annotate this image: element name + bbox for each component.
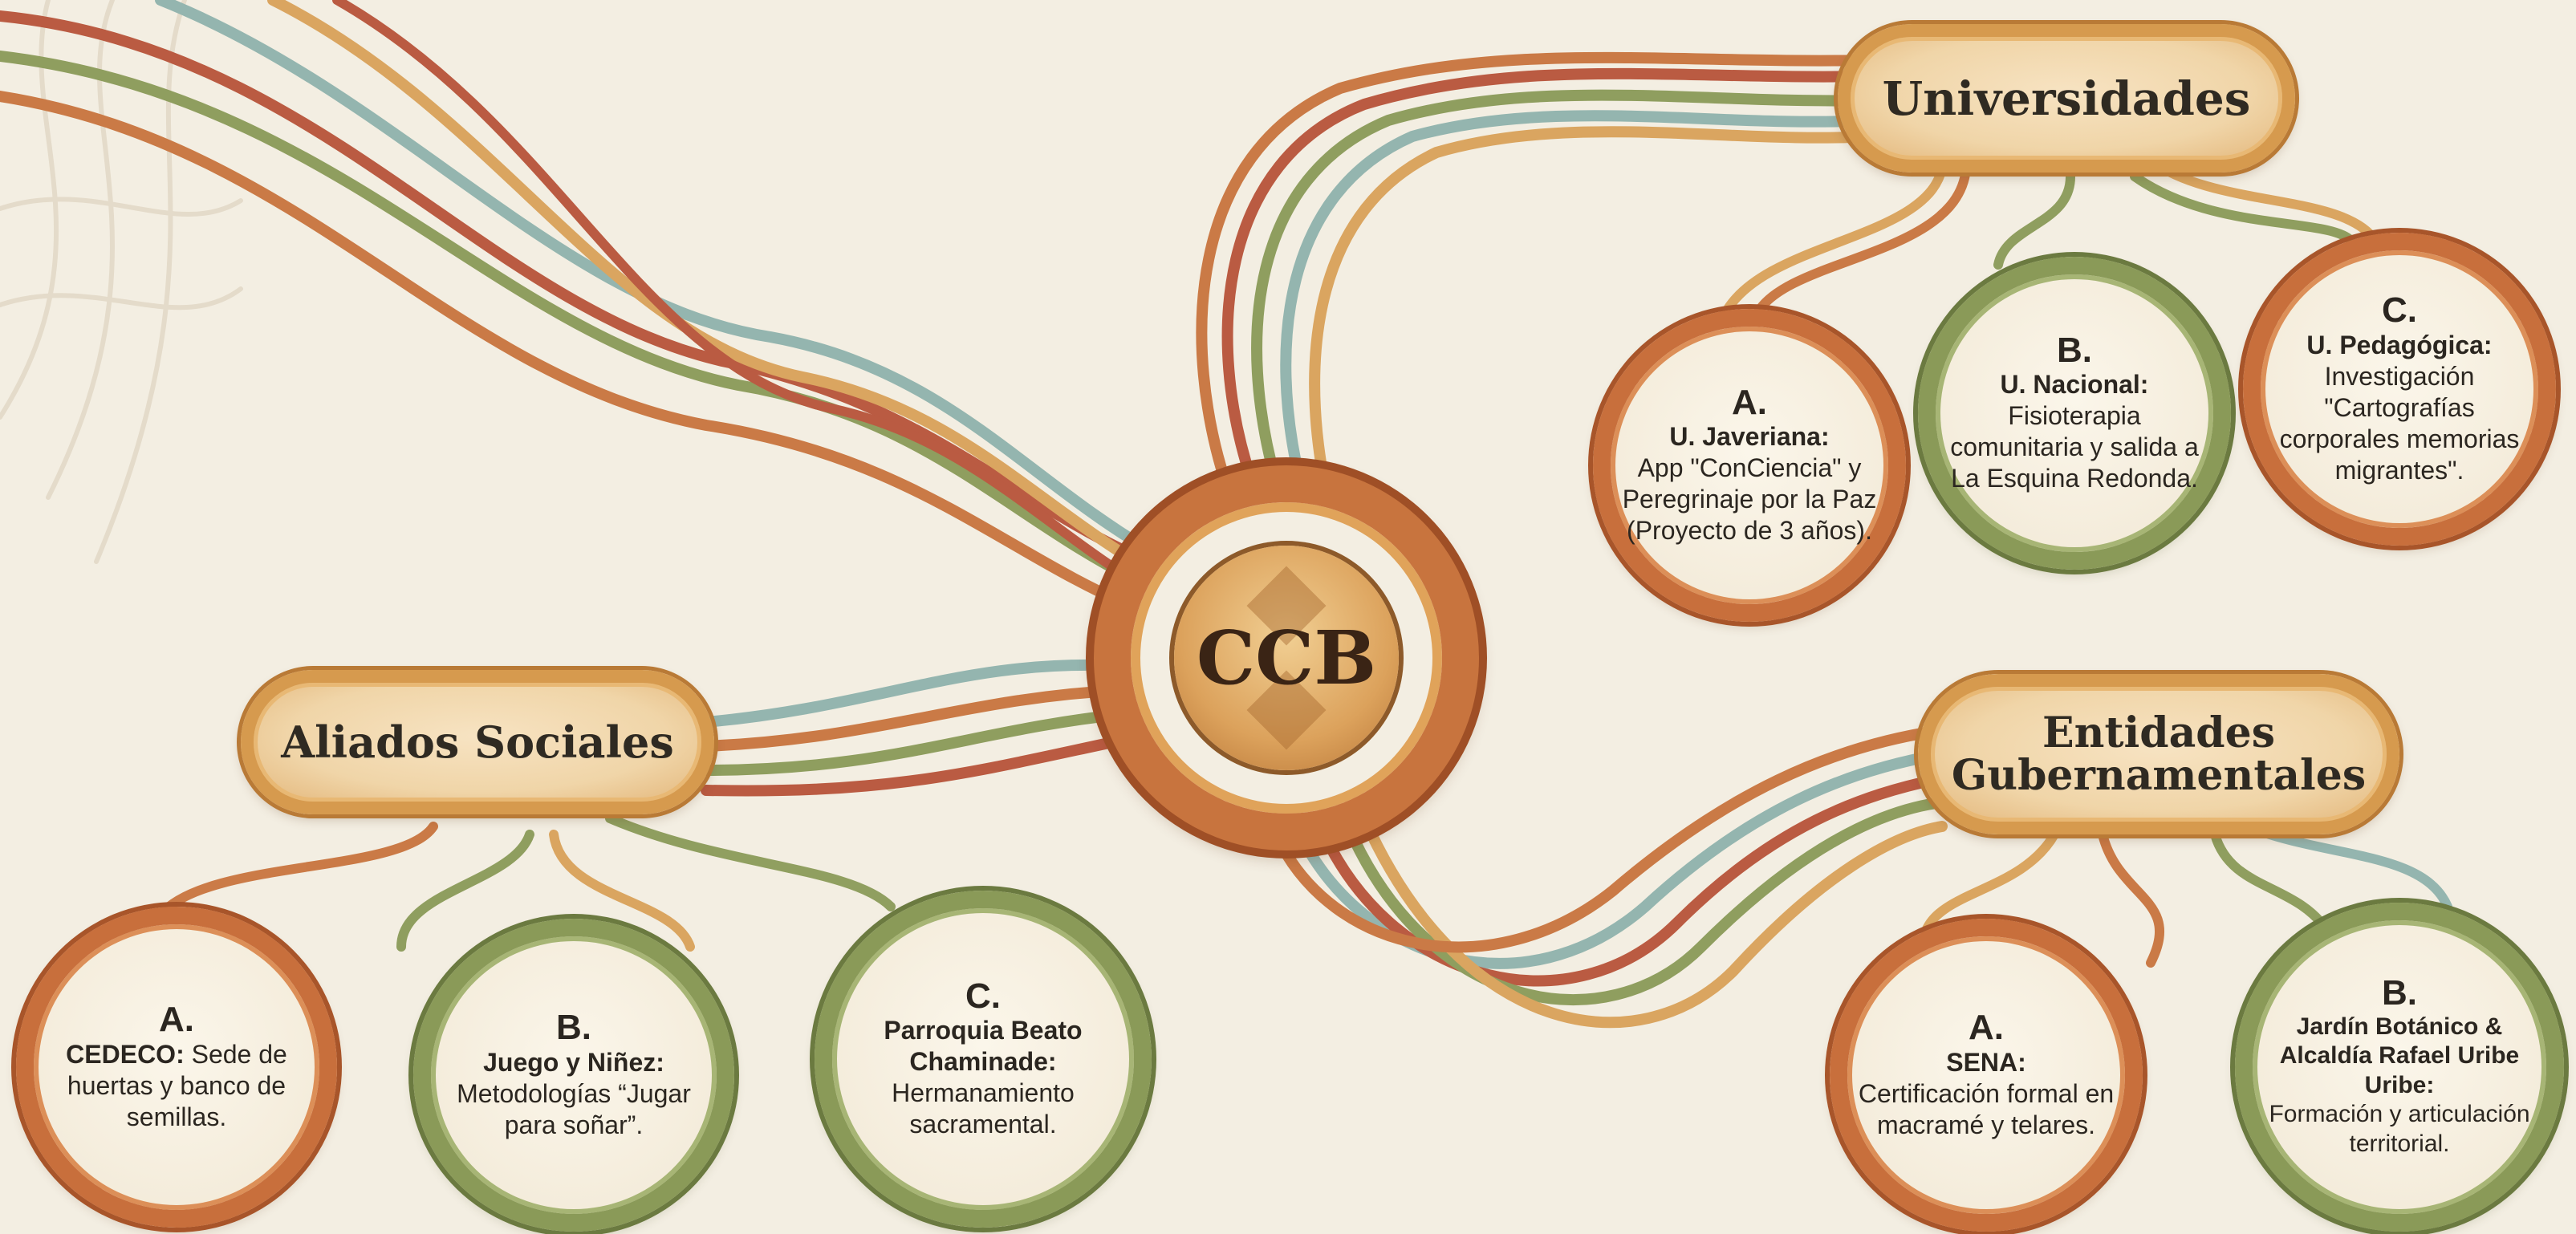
group-title-text: Entidades Gubernamentales — [1951, 708, 2367, 800]
node-description: Investigación "Cartografías corporales m… — [2279, 361, 2520, 485]
node-description: Hermanamiento sacramental. — [892, 1078, 1075, 1139]
strand-univ-c2 — [2130, 172, 2356, 246]
node-letter: C. — [965, 976, 1001, 1016]
strand-univ-c — [2146, 156, 2380, 246]
strand-univ-1 — [1221, 67, 1875, 487]
group-title-aliados-sociales: Aliados Sociales — [241, 670, 714, 814]
node-letter: B. — [2057, 330, 2092, 370]
strand-aliados-b2 — [549, 830, 695, 952]
strand-aliados-b — [396, 830, 534, 952]
node-univ-pedagogica: C. U. Pedagógica:Investigación "Cartogra… — [2243, 233, 2556, 546]
node-univ-javeriana: A. U. Javeriana:App "ConCiencia" y Pereg… — [1593, 309, 1906, 622]
group-title-text: Aliados Sociales — [281, 716, 674, 768]
strand-univ-4 — [1309, 126, 1875, 487]
node-letter: A. — [1732, 382, 1767, 422]
node-description: Certificación formal en macramé y telare… — [1858, 1078, 2115, 1139]
strand-univ-a2 — [1753, 164, 1971, 318]
node-entidades-sena: A. SENA:Certificación formal en macramé … — [1830, 919, 2143, 1232]
node-name: U. Pedagógica: — [2306, 330, 2493, 359]
node-name: Jardín Botánico & Alcaldía Rafael Uribe … — [2279, 1013, 2520, 1098]
strand-aliados-3 — [701, 708, 1129, 776]
strand-entidades-b2 — [2242, 822, 2452, 911]
strand-entidades-a2 — [1921, 830, 2059, 936]
node-name: U. Nacional: — [2000, 370, 2149, 400]
group-title-text: Universidades — [1882, 71, 2251, 126]
strand-aliados-2 — [701, 684, 1129, 752]
strand-topleft-5 — [0, 91, 1145, 615]
strand-univ-2 — [1251, 89, 1875, 487]
strand-aliados-4 — [701, 733, 1137, 797]
node-description: Metodologías “Jugar para soñar”. — [457, 1078, 691, 1139]
strand-topleft-3 — [155, 0, 1161, 559]
strand-topleft-4 — [267, 0, 1169, 583]
strand-univ-5 — [1196, 51, 1875, 495]
node-description: Fisioterapia comunitaria y salida a La E… — [1950, 401, 2199, 493]
strand-entidades-a — [2098, 830, 2165, 968]
node-name: U. Javeriana: — [1669, 422, 1830, 452]
strand-entidades-5 — [1270, 725, 1948, 953]
strand-topleft-1 — [0, 10, 1153, 567]
node-aliados-parroquia: C. Parroquia Beato Chaminade:Hermanamien… — [815, 891, 1152, 1228]
node-description: Sede de huertas y banco de semillas. — [67, 1039, 287, 1131]
node-description: App "ConCiencia" y Peregrinaje por la Pa… — [1622, 453, 1877, 546]
strand-entidades-b — [2210, 830, 2332, 936]
node-name: CEDECO: — [66, 1039, 185, 1069]
node-letter: A. — [1969, 1008, 2004, 1048]
node-letter: A. — [159, 1000, 194, 1040]
center-label: CCB — [1196, 615, 1377, 701]
strand-topleft-6 — [332, 0, 1176, 607]
node-name: SENA: — [1946, 1047, 2026, 1077]
node-univ-nacional: B. U. Nacional:Fisioterapia comunitaria … — [1918, 257, 2231, 570]
strand-aliados-1 — [701, 659, 1129, 728]
node-name: Parroquia Beato Chaminade: — [884, 1016, 1083, 1077]
strand-entidades-1 — [1294, 749, 1948, 969]
group-title-entidades-gubernamentales: Entidades Gubernamentales — [1918, 674, 2399, 834]
strand-aliados-a — [156, 822, 438, 919]
strand-entidades-4 — [1359, 813, 1948, 1029]
center-hub-medallion: CCB — [1174, 546, 1399, 770]
node-letter: C. — [2382, 290, 2417, 331]
node-aliados-cedeco: A. CEDECO: Sede de huertas y banco de se… — [16, 907, 337, 1228]
node-entidades-jardin-botanico: B. Jardín Botánico & Alcaldía Rafael Uri… — [2235, 903, 2564, 1232]
strand-topleft-2 — [0, 51, 1153, 591]
group-title-universidades: Universidades — [1838, 24, 2295, 173]
node-letter: B. — [2382, 973, 2417, 1013]
strand-univ-3 — [1280, 110, 1875, 487]
node-description: Formación y articulación territorial. — [2269, 1101, 2530, 1157]
strand-univ-a — [1721, 164, 1947, 318]
node-name: Juego y Niñez: — [483, 1047, 664, 1077]
strand-aliados-c — [605, 814, 896, 911]
node-aliados-juego-ninez: B. Juego y Niñez:Metodologías “Jugar par… — [413, 919, 734, 1232]
strand-univ-b — [1993, 172, 2075, 270]
node-letter: B. — [556, 1008, 591, 1048]
